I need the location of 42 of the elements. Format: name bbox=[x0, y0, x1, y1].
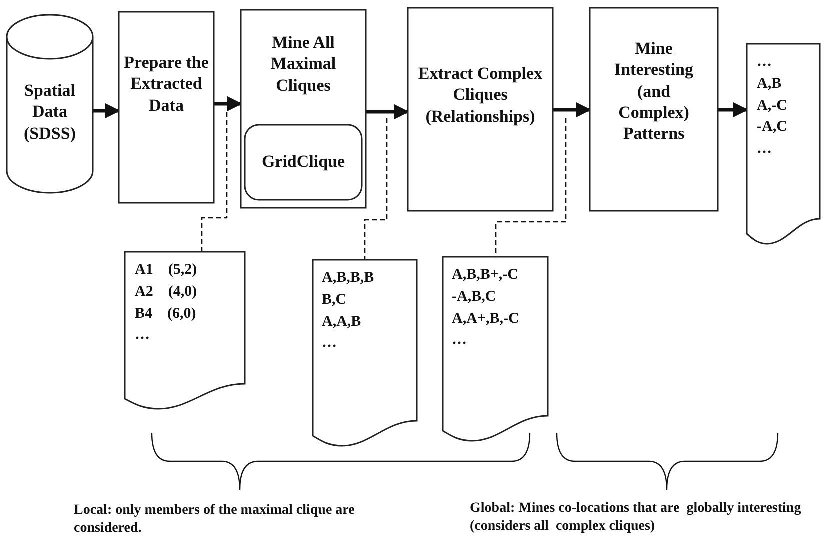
step-label: Mine Interesting (and Complex) Patterns bbox=[613, 38, 694, 144]
step-label: Prepare the Extracted Data bbox=[123, 52, 210, 116]
list-text: A,B bbox=[757, 74, 783, 94]
list-text: A,B,B+,-C bbox=[452, 266, 520, 285]
document-shape bbox=[747, 44, 820, 244]
step-label: Extract Complex Cliques (Relationships) bbox=[417, 63, 544, 127]
step-label: Spatial Data (SDSS) bbox=[23, 80, 77, 144]
arrow bbox=[553, 102, 592, 118]
step-label: Mine All Maximal Cliques bbox=[270, 32, 338, 96]
list-text: … bbox=[757, 140, 773, 159]
process-box bbox=[241, 10, 366, 208]
list-text: B,C bbox=[322, 290, 348, 310]
arrow bbox=[214, 96, 243, 112]
arrow bbox=[366, 104, 410, 120]
annotation-text: Local: only members of the maximal clique are considered. bbox=[74, 502, 356, 538]
process-box bbox=[408, 8, 553, 211]
dashed-leader-line bbox=[364, 118, 388, 260]
subprocess-box bbox=[245, 125, 362, 200]
list-text: -A,B,C bbox=[452, 288, 498, 307]
list-text: A,B,B,B bbox=[322, 269, 374, 288]
document-shape bbox=[125, 252, 245, 409]
arrow bbox=[718, 102, 749, 118]
annotation-text: Global: Mines co-locations that are globally interesting (considers all complex cliques) bbox=[470, 500, 802, 536]
list-text: B4 (6,0) bbox=[135, 304, 198, 324]
list-text: … bbox=[322, 334, 338, 354]
document-shape bbox=[313, 260, 417, 446]
database-cylinder bbox=[7, 15, 93, 193]
list-text: -A,C bbox=[757, 118, 788, 138]
list-text: … bbox=[757, 53, 773, 72]
step-label: GridClique bbox=[260, 151, 346, 172]
list-text: A,A,B bbox=[322, 312, 362, 332]
list-text: … bbox=[452, 331, 468, 350]
list-text: … bbox=[135, 326, 151, 346]
list-text: A1 (5,2) bbox=[135, 261, 198, 280]
list-text: A2 (4,0) bbox=[135, 282, 198, 302]
list-text: A,A+,B,-C bbox=[452, 310, 520, 328]
process-box bbox=[590, 8, 718, 211]
dashed-leader-line bbox=[201, 112, 228, 252]
document-shape bbox=[443, 257, 548, 441]
arrow bbox=[93, 103, 121, 119]
process-box bbox=[119, 12, 214, 203]
list-text: A,-C bbox=[757, 96, 788, 116]
